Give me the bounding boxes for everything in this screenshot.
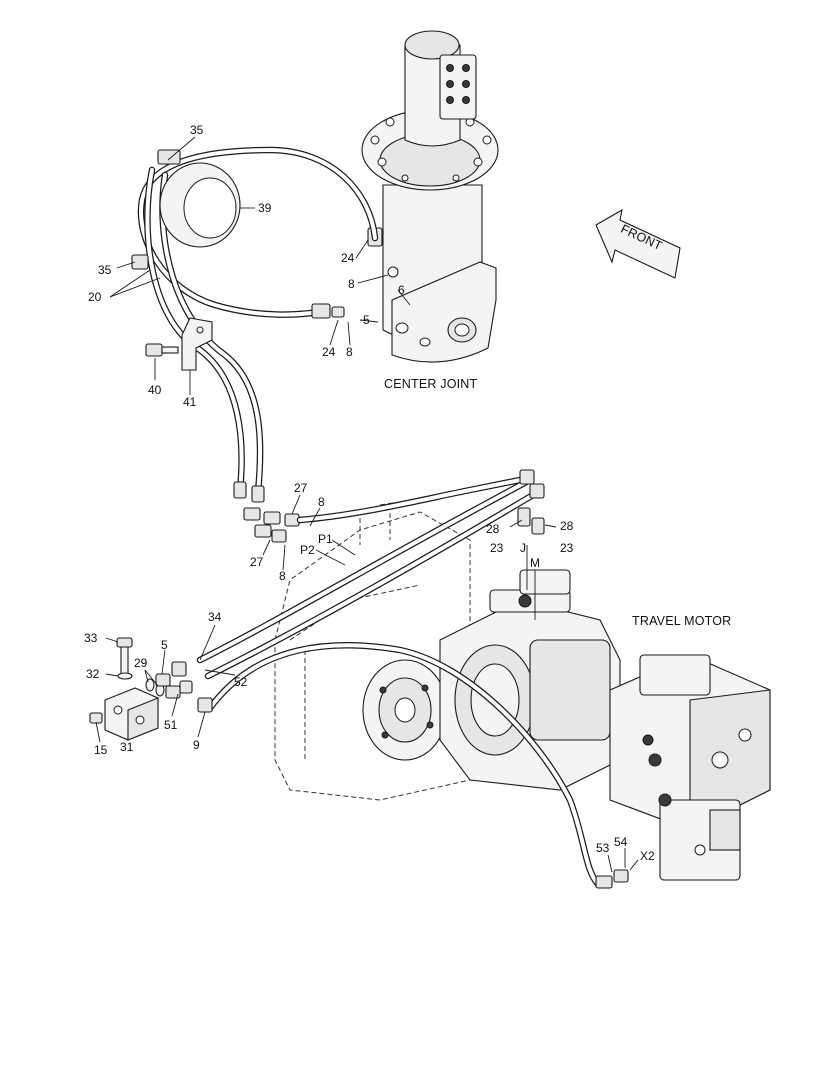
callout: 6 [398,283,405,297]
callout: P2 [300,543,315,557]
callout: 28 [560,519,574,533]
callout: 53 [596,841,610,855]
callout: 28 [486,522,500,536]
callout: 32 [86,667,100,681]
callout: 8 [279,569,286,583]
callout: 40 [148,383,162,397]
callout: J [520,541,526,555]
callout: 20 [88,290,102,304]
callout: 29 [134,656,148,670]
callout: 51 [164,718,178,732]
callout: 39 [258,201,272,215]
callout: 34 [208,610,222,624]
front-arrow: FRONT [595,208,681,279]
hoses-upper [137,146,379,543]
callout: 31 [120,740,134,754]
callout: 8 [346,345,353,359]
callout: 8 [318,495,325,509]
callout: 9 [193,738,200,752]
callout-labels: 35 39 35 20 24 8 6 5 24 8 40 41 27 8 P1 … [84,123,655,863]
callout: 27 [294,481,308,495]
callout: X2 [640,849,655,863]
travel-motor-caption: TRAVEL MOTOR [632,614,731,628]
callout: 5 [161,638,168,652]
callout: 41 [183,395,197,409]
leader-lines [95,136,639,873]
hoses-lower [196,469,629,889]
callout: 52 [234,675,248,689]
callout: 54 [614,835,628,849]
callout: 15 [94,743,108,757]
travel-motor-assembly [274,494,771,881]
callout: 23 [490,541,504,555]
callout: P1 [318,532,333,546]
block-31 [89,637,213,741]
center-joint-caption: CENTER JOINT [384,377,478,391]
callout: 8 [348,277,355,291]
callout: 5 [363,313,370,327]
callout: 24 [341,251,355,265]
callout: M [530,556,540,570]
hose-clamp-assembly [131,149,241,371]
callout: 24 [322,345,336,359]
callout: 27 [250,555,264,569]
callout: 35 [190,123,204,137]
callout: 23 [560,541,574,555]
callout: 35 [98,263,112,277]
center-joint-assembly [361,30,499,363]
callout: 33 [84,631,98,645]
